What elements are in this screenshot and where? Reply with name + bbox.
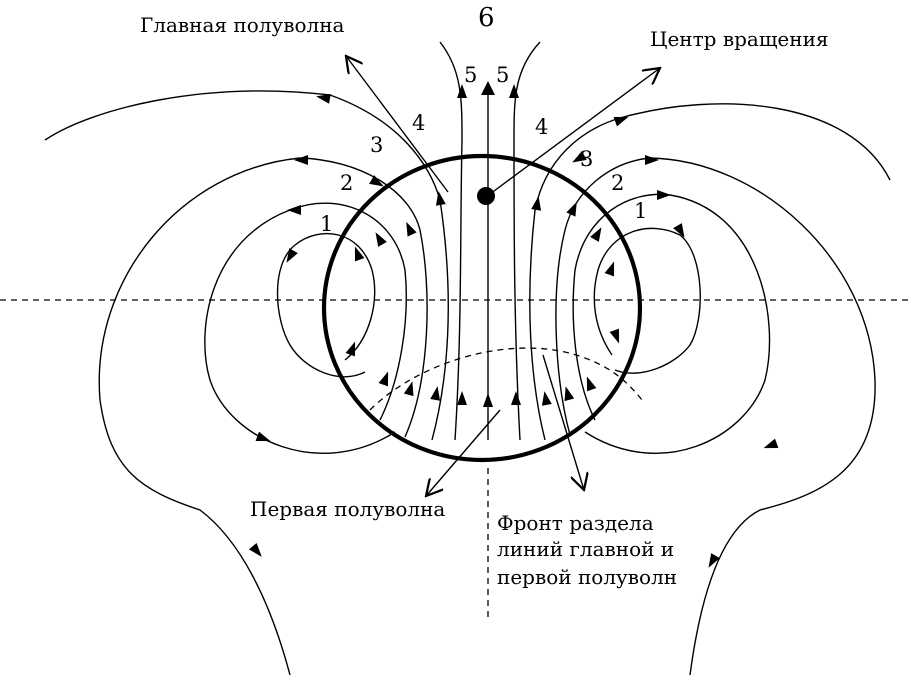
number-1-right: 1 <box>634 199 647 223</box>
field-line-1-right <box>593 227 701 374</box>
number-3-left: 3 <box>370 133 383 157</box>
label-first-half-wave: Первая полуволна <box>250 497 445 521</box>
pointer-front <box>542 354 584 490</box>
field-line-1-left <box>276 232 376 378</box>
number-4-left: 4 <box>412 111 425 135</box>
label-front-line-2: линий главной и <box>497 537 674 561</box>
field-line-2-right <box>572 193 771 454</box>
field-line-2-left <box>204 202 407 454</box>
label-main-half-wave: Главная полуволна <box>140 13 345 37</box>
number-2-right: 2 <box>611 171 624 195</box>
rotation-center-dot <box>477 187 495 205</box>
label-rotation-center: Центр вращения <box>650 27 829 51</box>
number-5-right: 5 <box>496 63 509 87</box>
pointer-first-half-wave <box>426 409 501 496</box>
pointer-main-half-wave <box>346 56 449 193</box>
field-arrowheads <box>248 84 779 568</box>
field-line-4-left <box>44 90 449 441</box>
front-dashed-arc <box>369 347 643 411</box>
number-3-right: 3 <box>580 147 593 171</box>
number-1-left: 1 <box>320 212 333 236</box>
label-front-line-3: первой полуволн <box>497 565 677 589</box>
field-line-3-right <box>555 157 876 676</box>
field-line-5-right <box>513 41 541 441</box>
field-line-4-right <box>529 103 891 441</box>
label-front-line-1: Фронт раздела <box>497 511 654 535</box>
number-2-left: 2 <box>340 171 353 195</box>
number-5-left: 5 <box>464 63 477 87</box>
rotor-circle <box>321 153 643 463</box>
field-line-3-left <box>98 157 428 676</box>
pointer-rotation-center <box>489 68 660 195</box>
number-4-right: 4 <box>535 115 548 139</box>
number-6: 6 <box>478 3 495 33</box>
